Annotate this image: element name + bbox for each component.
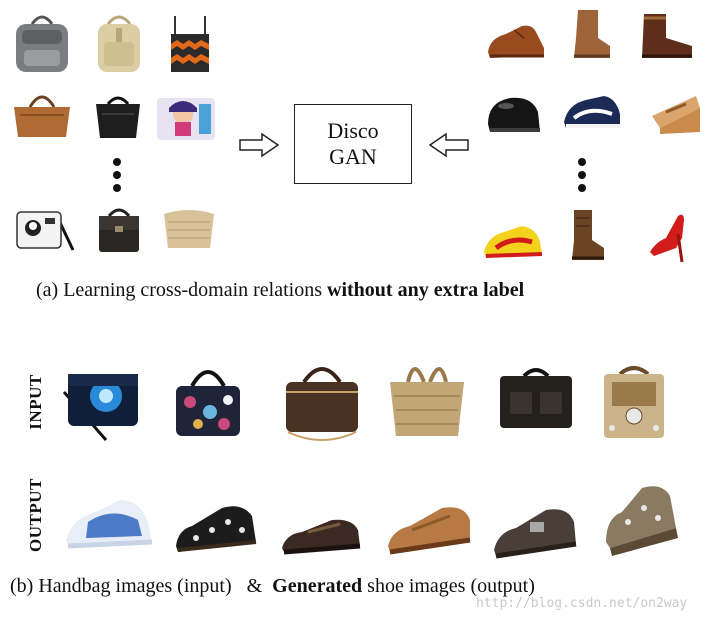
galaxy-messenger-bag-image [62,374,138,441]
white-cartoon-messenger-bag-image [16,211,75,251]
caption-a-text: (a) Learning cross-domain relations [36,279,328,301]
caption-b-suffix: shoe images (output) [362,575,535,597]
grey-backpack-image [16,15,68,72]
black-clog-image [488,97,540,132]
blue-sneaker-output-image [66,500,153,549]
discogan-label-line1: Disco [327,118,379,143]
chevron-crossbody-bag-image [171,16,209,72]
caption-b: (b) Handbag images (input) & Generated s… [10,575,535,598]
output-row-label: OUTPUT [26,478,45,552]
studded-western-bag-image [604,366,664,438]
caption-b-text: (b) Handbag images (input) & [10,575,273,597]
brown-oxford-shoe-image [488,25,544,59]
caption-b-bold: Generated [272,575,363,597]
yellow-red-sneaker-image [484,226,543,258]
shoe-ellipsis [578,158,586,197]
brown-moccasin-boot-image [642,14,692,58]
left-arrow-icon [428,132,469,158]
watermark: http://blog.csdn.net/on2way [476,596,688,611]
caption-a: (a) Learning cross-domain relations with… [36,279,524,302]
input-row-label: INPUT [26,374,45,430]
brown-loafer-output-image [282,519,361,555]
beige-backpack-image [98,15,140,72]
navy-puma-sneaker-image [564,96,620,128]
floral-doctor-bag-image [176,370,240,436]
brown-tote-bag-image [14,95,70,137]
dark-buckle-shoe-output-image [494,509,577,559]
studded-clog-output-image [606,486,678,556]
black-leather-bag-image [96,96,140,138]
black-shoulder-bag-image [99,208,139,252]
cartoon-messenger-bag-image [157,98,215,140]
floral-loafer-output-image [176,506,257,552]
beige-clutch-image [164,210,214,248]
black-briefcase-bag-image [500,368,572,428]
right-arrow-icon [239,132,280,158]
tan-loafer-output-image [388,507,471,555]
wedge-sandal-image [652,96,700,134]
discogan-box: Disco GAN [294,104,412,184]
tan-ankle-boot-image [574,10,610,58]
brown-cowboy-boot-image [572,210,604,260]
brown-monogram-bag-image [286,367,358,441]
caption-a-bold: without any extra label [327,279,525,301]
discogan-label-line2: GAN [329,144,377,169]
handbag-ellipsis [113,158,121,197]
woven-straw-tote-image [390,367,464,436]
red-stiletto-image [650,214,684,263]
